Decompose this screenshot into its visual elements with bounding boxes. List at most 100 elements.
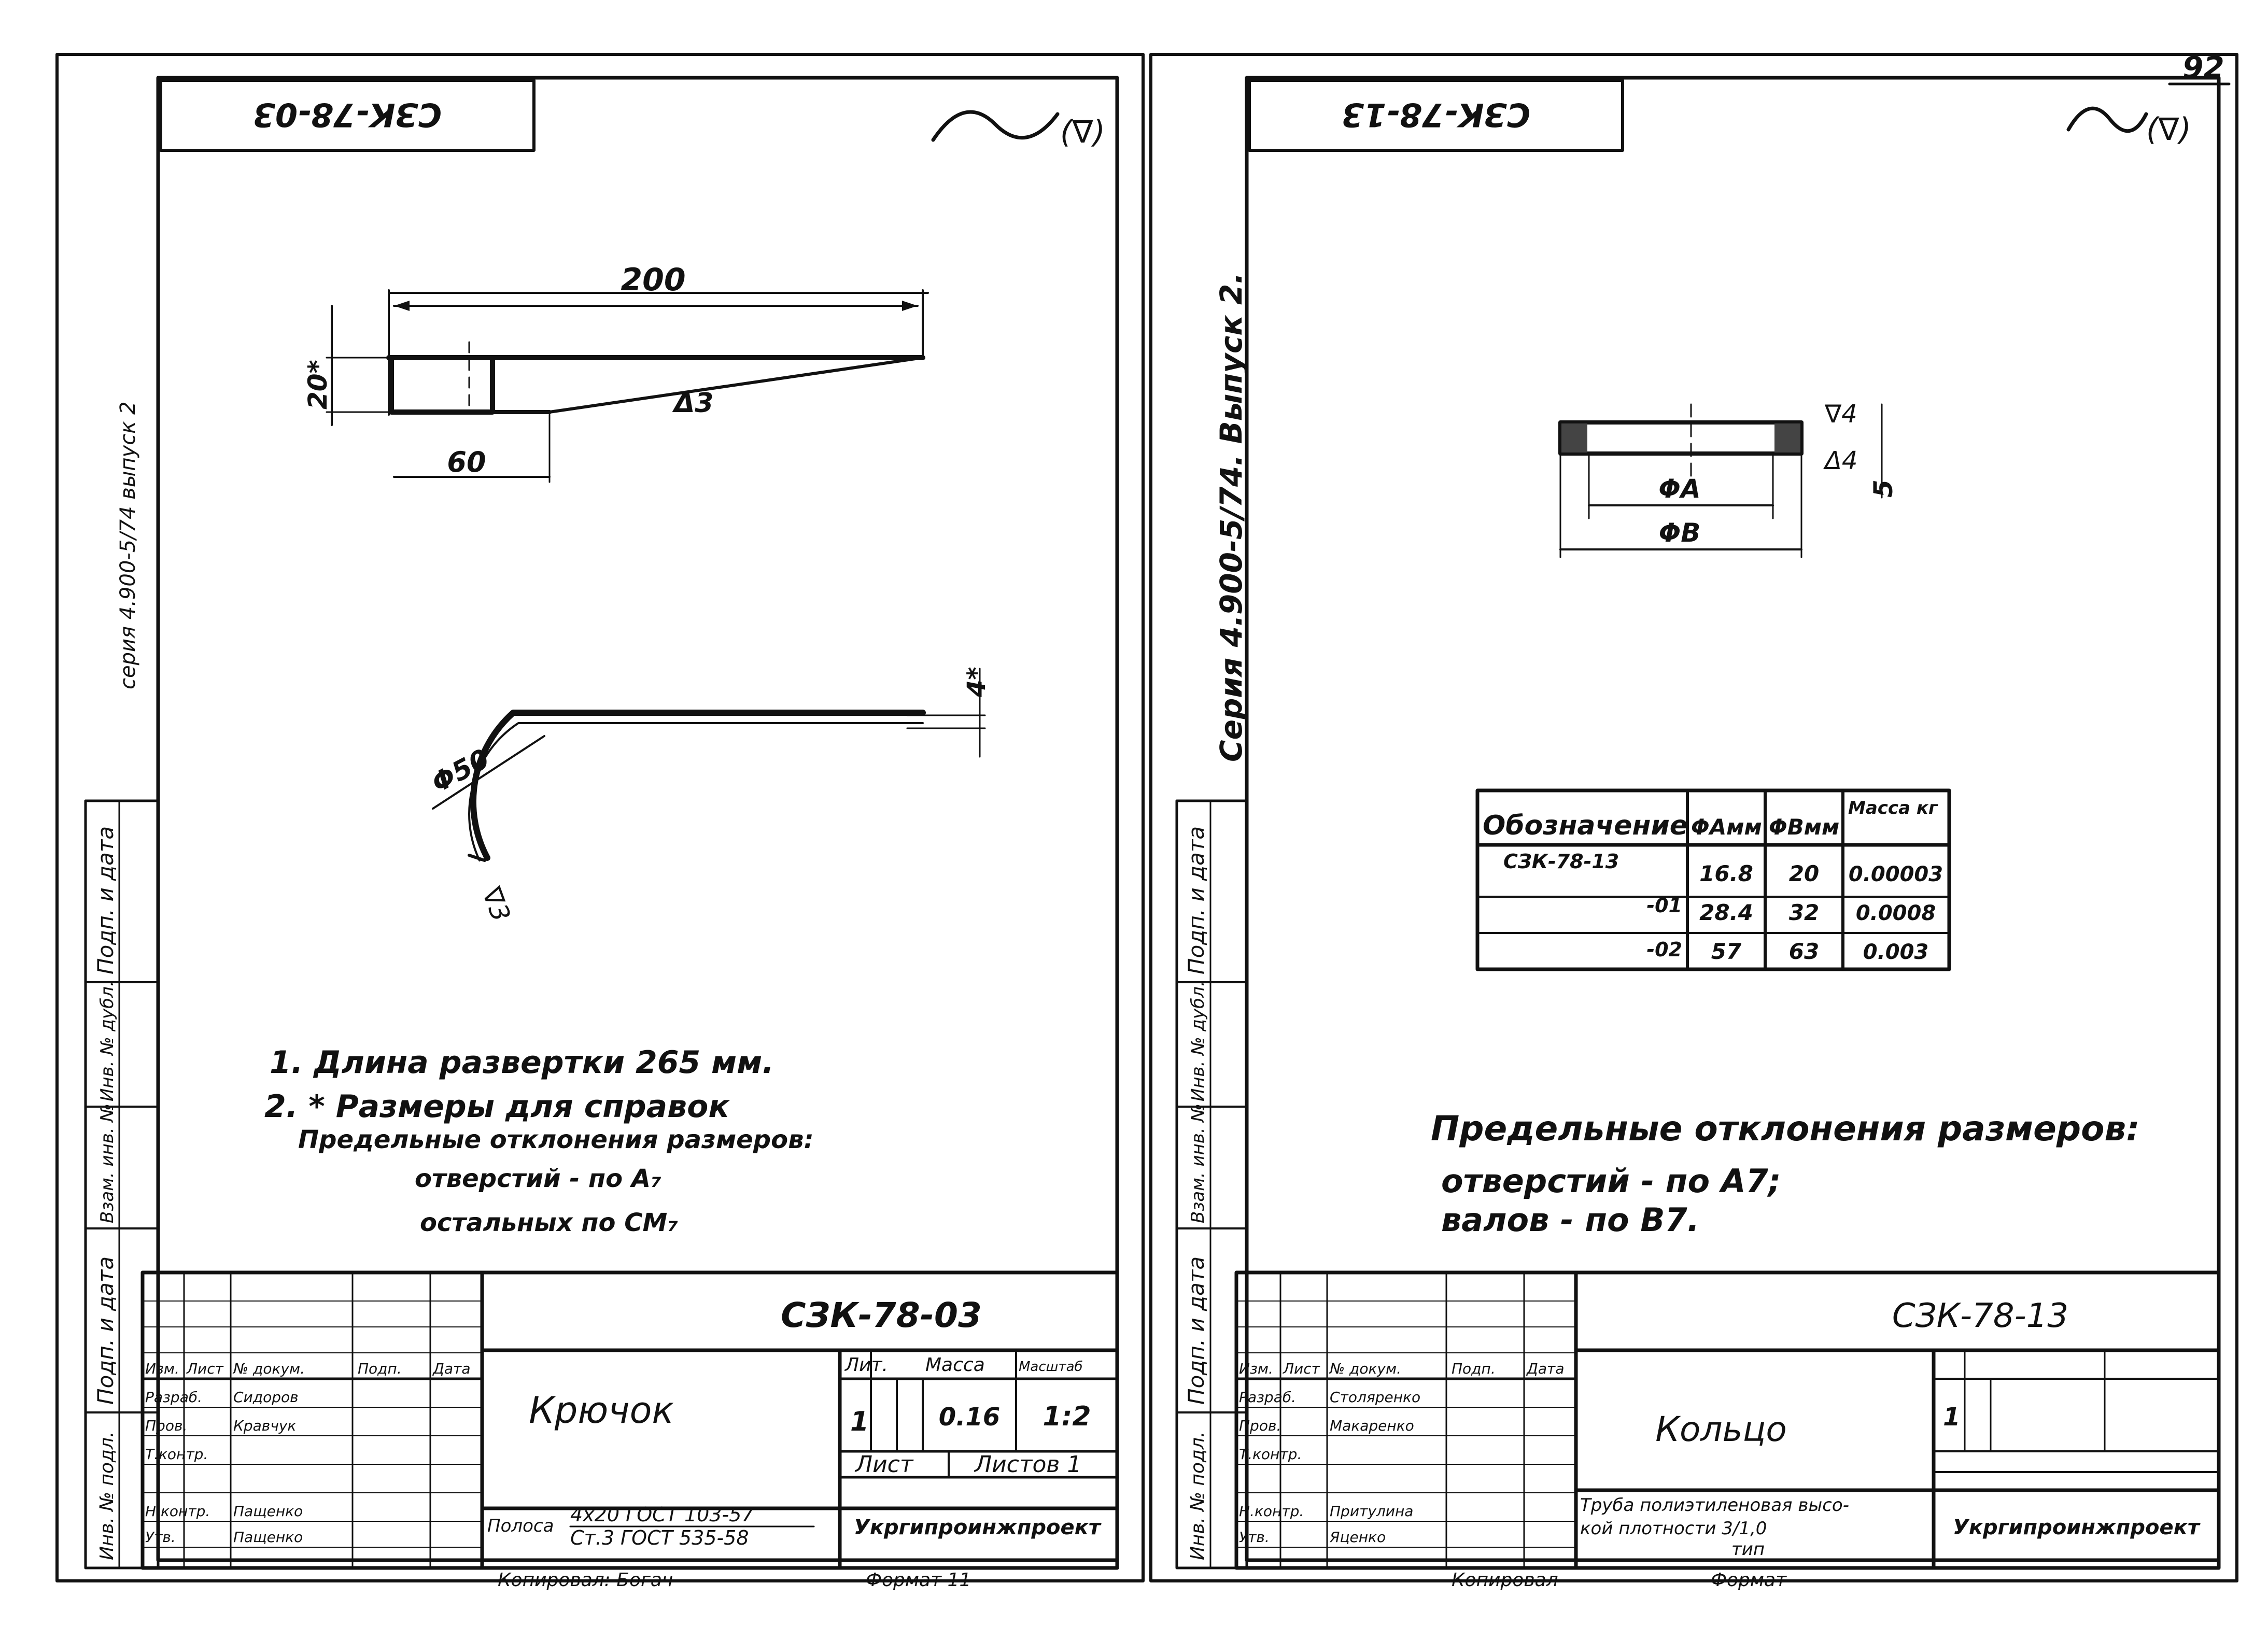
right-outer-frame <box>1149 53 2238 1582</box>
svg-text:Масштаб: Масштаб <box>1019 1359 1083 1375</box>
svg-text:20: 20 <box>1789 861 1819 886</box>
svg-text:Пащенко: Пащенко <box>233 1529 303 1546</box>
svg-text:Яценко: Яценко <box>1329 1529 1386 1546</box>
svg-text:Инв. № дубл.: Инв. № дубл. <box>97 981 118 1101</box>
svg-text:Разраб.: Разраб. <box>1239 1389 1296 1406</box>
svg-text:Утв.: Утв. <box>145 1529 176 1546</box>
svg-text:Подп. и дата: Подп. и дата <box>93 1256 118 1405</box>
svg-text:Притулина: Притулина <box>1330 1503 1413 1520</box>
svg-text:0.00003: 0.00003 <box>1849 863 1943 886</box>
left-note-1: 1. Длина развертки 265 мм. <box>270 1044 774 1081</box>
svg-text:Подп. и дата: Подп. и дата <box>93 826 118 974</box>
right-title-block: Изм. Лист № докум. Подп. Дата Разраб. Пр… <box>1234 1270 2221 1591</box>
svg-text:Полоса: Полоса <box>487 1516 554 1536</box>
left-mass: 0.16 <box>939 1403 1000 1432</box>
left-side-stamp: Подп. и дата Инв. № дубл. Взам. инв. № П… <box>84 799 160 1570</box>
svg-text:Макаренко: Макаренко <box>1330 1417 1414 1434</box>
svg-text:∇4: ∇4 <box>1824 400 1857 429</box>
svg-text:Δ4: Δ4 <box>1823 446 1857 475</box>
svg-text:Подп.: Подп. <box>358 1360 402 1377</box>
left-sheet: СЗК-78-03 (∇) серия 4.900-5/74 выпуск 2 … <box>55 53 1145 1591</box>
svg-text:Инв. № подл.: Инв. № подл. <box>96 1432 118 1560</box>
svg-text:Лит.: Лит. <box>844 1354 888 1376</box>
dim-outer: ΦB <box>1659 518 1701 548</box>
svg-text:Дата: Дата <box>432 1360 471 1377</box>
svg-text:Подп. и дата: Подп. и дата <box>1184 1256 1209 1405</box>
svg-text:Взам. инв. №: Взам. инв. № <box>1188 1104 1208 1223</box>
dim-length: 200 <box>621 262 685 298</box>
svg-text:Пров.: Пров. <box>145 1417 187 1434</box>
dim-inner: ΦA <box>1658 474 1700 504</box>
right-side-stamp: Подп. и дата Инв. № дубл. Взам. инв. № П… <box>1175 799 1248 1570</box>
dim-slope: Δ3 <box>672 388 713 419</box>
ring-section-view: ΦA ΦB ∇4 Δ4 5 <box>1558 400 1898 558</box>
svg-text:Сидоров: Сидоров <box>233 1389 299 1406</box>
table-header-designation: Обозначение <box>1483 810 1688 841</box>
svg-text:ΦАмм: ΦАмм <box>1691 814 1762 840</box>
right-stamp-top: СЗК-78-13 <box>1342 96 1530 134</box>
left-note-4: отверстий - по А₇ <box>415 1164 661 1193</box>
svg-text:Столяренко: Столяренко <box>1330 1389 1420 1406</box>
svg-text:0.003: 0.003 <box>1863 940 1929 964</box>
hook-bend-view: Φ50 4* ∇3 <box>427 667 991 926</box>
svg-text:16.8: 16.8 <box>1699 861 1753 886</box>
svg-text:Лист: Лист <box>186 1360 224 1377</box>
left-part-name: Крючок <box>529 1389 674 1432</box>
svg-text:Труба полиэтиленовая высо-: Труба полиэтиленовая высо- <box>1580 1495 1849 1516</box>
svg-text:(∇): (∇) <box>1060 114 1105 150</box>
dim-height: 20* <box>303 360 333 409</box>
svg-text:Лист: Лист <box>1283 1360 1320 1377</box>
left-series-note: серия 4.900-5/74 выпуск 2 <box>116 401 140 689</box>
ring-data-table: Обозначение ΦАмм ΦВмм Масса кг СЗК-78-13… <box>1475 788 1951 971</box>
left-org: Укргипроинжпроект <box>854 1516 1102 1539</box>
left-title-block: Изм. Лист № докум. Подп. Дата Разраб. Пр… <box>140 1270 1119 1591</box>
svg-text:Инв. № подл.: Инв. № подл. <box>1187 1432 1208 1560</box>
dim-base: 60 <box>447 446 486 478</box>
svg-text:Разраб.: Разраб. <box>145 1389 202 1406</box>
right-part-name: Кольцо <box>1655 1409 1787 1449</box>
hook-side-view: 200 20* 60 Δ3 <box>303 262 929 483</box>
svg-text:№ докум.: № докум. <box>232 1360 305 1377</box>
right-note-2: отверстий - по А7; <box>1441 1162 1781 1200</box>
svg-text:Формат: Формат <box>1711 1570 1787 1591</box>
svg-text:Подп. и дата: Подп. и дата <box>1184 826 1209 974</box>
svg-text:тип: тип <box>1731 1539 1765 1560</box>
svg-text:Копировал: Богач: Копировал: Богач <box>498 1570 673 1591</box>
left-designation: СЗК-78-03 <box>781 1295 982 1335</box>
svg-text:Кравчук: Кравчук <box>233 1417 296 1434</box>
left-note-3: Предельные отклонения размеров: <box>298 1125 814 1154</box>
right-series-note: Серия 4.900-5/74. Выпуск 2. <box>1214 273 1249 762</box>
svg-text:Подп.: Подп. <box>1452 1360 1496 1377</box>
table-row: -01 <box>1646 894 1682 917</box>
svg-text:Взам. инв. №: Взам. инв. № <box>97 1104 118 1223</box>
dim-thickness: 4* <box>962 667 991 698</box>
left-scale: 1:2 <box>1043 1401 1091 1432</box>
right-designation: СЗК-78-13 <box>1892 1297 2068 1335</box>
svg-text:Дата: Дата <box>1526 1360 1565 1377</box>
svg-text:Масса: Масса <box>925 1354 985 1376</box>
svg-text:1: 1 <box>1943 1403 1960 1432</box>
svg-text:кой плотности 3/1,0: кой плотности 3/1,0 <box>1580 1518 1767 1539</box>
right-sheet: СЗК-78-13 (∇) Серия 4.900-5/74. Выпуск 2… <box>1149 53 2238 1591</box>
svg-text:Формат 11: Формат 11 <box>866 1570 971 1591</box>
svg-text:Утв.: Утв. <box>1239 1529 1270 1546</box>
svg-text:5: 5 <box>1868 479 1898 498</box>
left-outer-frame <box>55 53 1145 1582</box>
table-row: СЗК-78-13 <box>1503 850 1619 873</box>
svg-text:Пащенко: Пащенко <box>233 1503 303 1520</box>
bend-mark: ∇3 <box>476 883 516 925</box>
svg-text:0.0008: 0.0008 <box>1856 901 1936 925</box>
svg-text:№ докум.: № докум. <box>1329 1360 1401 1377</box>
svg-text:Ст.3 ГОСТ 535-58: Ст.3 ГОСТ 535-58 <box>570 1526 749 1549</box>
svg-text:Инв. № дубл.: Инв. № дубл. <box>1188 981 1208 1101</box>
svg-text:Н.контр.: Н.контр. <box>145 1503 210 1520</box>
svg-text:28.4: 28.4 <box>1699 900 1753 925</box>
left-note-5: остальных по СМ₇ <box>420 1208 678 1237</box>
table-row: -02 <box>1646 938 1682 961</box>
right-note-1: Предельные отклонения размеров: <box>1431 1109 2140 1149</box>
svg-text:(∇): (∇) <box>2146 111 2191 148</box>
svg-text:63: 63 <box>1789 939 1819 964</box>
right-note-3: валов - по В7. <box>1441 1201 1699 1239</box>
svg-text:Изм.: Изм. <box>1239 1360 1273 1377</box>
